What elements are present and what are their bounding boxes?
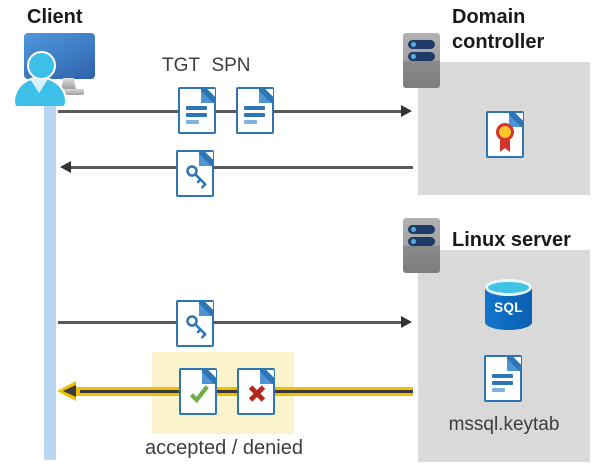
certificate-document-icon (486, 111, 524, 158)
spn-label: SPN (211, 55, 251, 76)
ticket-present-arrowhead-icon (401, 316, 412, 328)
key-document-icon-2 (176, 300, 214, 347)
client-monitor-stand (61, 78, 76, 90)
accepted-document-icon (179, 368, 217, 415)
check-icon (189, 385, 209, 404)
linux-server-icon (403, 218, 440, 273)
domain-controller-server-icon (403, 33, 440, 88)
keytab-document-icon (484, 355, 522, 402)
client-label: Client (27, 6, 83, 28)
certificate-seal-icon (496, 123, 514, 141)
denied-document-icon (237, 368, 275, 415)
ticket-return-arrowhead-icon (60, 161, 71, 173)
linux-server-label: Linux server (452, 229, 571, 251)
request-arrow-line (58, 110, 404, 113)
ticket-return-arrow-line (70, 166, 413, 169)
certificate-ribbon-icon (500, 140, 510, 152)
request-arrowhead-icon (401, 105, 412, 117)
domain-controller-label: Domain controller (452, 6, 545, 53)
client-person-head (27, 51, 56, 80)
key-document-icon (176, 150, 214, 197)
cross-icon (248, 385, 266, 402)
ticket-present-arrow-line (58, 321, 404, 324)
result-label: accepted / denied (145, 437, 303, 459)
client-monitor-base (53, 89, 84, 95)
key-icon (186, 165, 207, 189)
key-icon (186, 315, 207, 339)
client-lifeline-bar (44, 88, 56, 460)
tgt-document-icon (178, 87, 216, 134)
tgt-label: TGT (162, 55, 200, 76)
keytab-filename-label: mssql.keytab (448, 414, 560, 435)
sql-database-icon: SQL (485, 279, 532, 330)
spn-document-icon (236, 87, 274, 134)
result-arrowhead-icon (63, 385, 76, 397)
sql-badge-label: SQL (494, 300, 523, 315)
